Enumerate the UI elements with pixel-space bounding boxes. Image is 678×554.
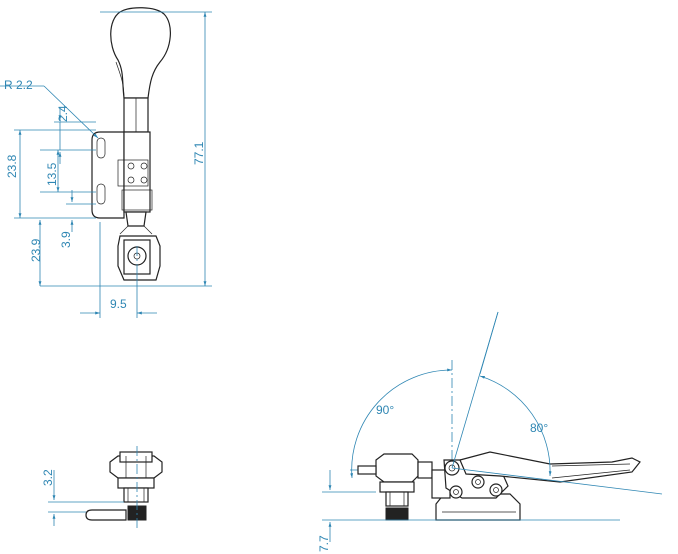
top-view: R 2.2 2.4 23.8 13.5 3.9 23.9 77.1 9.5 <box>0 7 212 318</box>
front-view: 3.2 <box>41 446 163 528</box>
side-view: 90° 80° 7.7 <box>317 311 663 552</box>
spindle-offset-width-label: 9.5 <box>110 297 127 311</box>
hole-pitch-label: 13.5 <box>45 162 59 186</box>
handle-grip <box>110 7 171 99</box>
overall-height-label: 77.1 <box>192 141 206 165</box>
fillet-radius-label: R 2.2 <box>4 78 33 92</box>
open-angle-handle-label: 90° <box>376 403 394 417</box>
spindle-to-base-label: 23.9 <box>29 238 43 262</box>
hole-span-outer-label: 23.8 <box>5 154 19 178</box>
mounting-slot-upper <box>96 137 106 159</box>
hole-offset-bottom-label: 3.9 <box>59 231 73 248</box>
mounting-slot-lower <box>96 183 106 205</box>
spindle-height-front-label: 3.2 <box>41 469 55 486</box>
front-base-foot <box>85 509 127 521</box>
base-plate <box>91 131 125 219</box>
base-offset-side-label: 7.7 <box>317 535 331 552</box>
hole-offset-top-label: 2.4 <box>56 105 70 122</box>
linkage-body <box>123 131 151 213</box>
open-angle-arm-label: 80° <box>530 421 548 435</box>
